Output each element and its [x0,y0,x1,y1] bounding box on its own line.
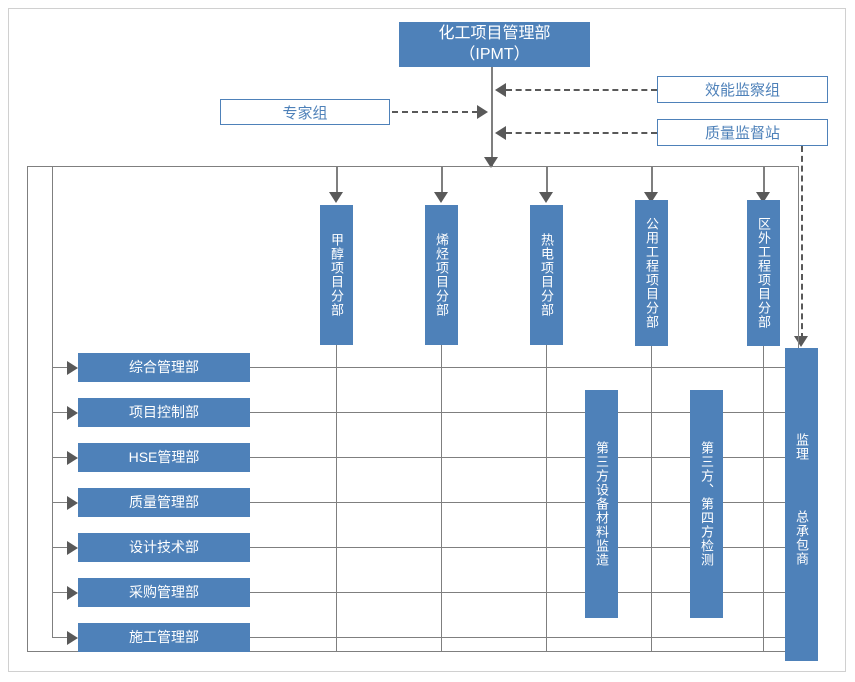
department-label-construction-management: 施工管理部 [129,628,199,645]
department-label-quality-management: 质量管理部 [129,493,199,510]
department-connector-1 [52,367,72,368]
department-arrowhead-7 [67,631,78,645]
efficiency-supervision-box[interactable]: 效能监察组 [657,76,828,103]
supervision-to-contractor-connector [801,146,803,339]
department-connector-4 [52,502,72,503]
division-drop-line-2 [441,166,443,195]
department-arrowhead-2 [67,406,78,420]
division-drop-line-3 [546,166,548,195]
department-row-line-2 [250,412,801,413]
division-drop-arrow-2 [434,192,448,203]
grid-vline-2 [441,340,442,652]
grid-vline-5 [763,340,764,652]
department-connector-6 [52,592,72,593]
ipmt-title-box[interactable]: 化工项目管理部 （IPMT） [399,22,590,67]
division-label-thermal-power: 热电项目分部 [539,233,554,317]
department-arrowhead-5 [67,541,78,555]
contractor-label-general-contractor: 总承包商 [794,510,809,567]
division-drop-arrow-5 [756,192,770,203]
efficiency-supervision-arrowhead [495,83,506,97]
third-party-box-equipment-supervision[interactable]: 第三方设备材料监造 [585,390,618,618]
ipmt-title-line1: 化工项目管理部 [438,25,551,43]
quality-supervision-connector [506,132,657,134]
expert-group-label: 专家组 [282,104,328,122]
third-party-box-inspection[interactable]: 第三方、第四方检测 [690,390,723,618]
division-box-thermal-power[interactable]: 热电项目分部 [530,205,563,345]
department-connector-5 [52,547,72,548]
department-arrowhead-4 [67,496,78,510]
department-connector-2 [52,412,72,413]
department-label-procurement-management: 采购管理部 [129,583,199,600]
grid-vline-3 [546,340,547,652]
division-drop-arrow-4 [644,192,658,203]
division-drop-arrow-3 [539,192,553,203]
department-row-line-5 [250,547,801,548]
department-label-hse-management: HSE管理部 [128,448,200,465]
expert-group-box[interactable]: 专家组 [220,99,390,125]
department-box-general-management[interactable]: 综合管理部 [78,353,250,382]
department-box-project-control[interactable]: 项目控制部 [78,398,250,427]
department-spine-line [52,166,53,638]
third-party-label-equipment-supervision: 第三方设备材料监造 [594,441,609,567]
department-box-quality-management[interactable]: 质量管理部 [78,488,250,517]
division-label-methanol: 甲醇项目分部 [329,233,344,317]
division-label-utilities: 公用工程项目分部 [644,217,659,329]
department-row-line-1 [250,367,801,368]
third-party-label-inspection: 第三方、第四方检测 [699,441,714,567]
expert-group-connector [392,111,478,113]
quality-supervision-box[interactable]: 质量监督站 [657,119,828,146]
division-drop-line-4 [651,166,653,195]
page-border [8,8,846,672]
grid-vline-4 [651,340,652,652]
division-box-methanol[interactable]: 甲醇项目分部 [320,205,353,345]
department-label-design-technology: 设计技术部 [129,538,199,555]
division-label-olefin: 烯烃项目分部 [434,233,449,317]
department-label-general-management: 综合管理部 [129,358,199,375]
contractor-label-supervision: 监理 [794,432,809,461]
department-row-line-6 [250,592,801,593]
ipmt-title-line2: （IPMT） [459,45,530,63]
supervision-to-contractor-arrowhead [794,336,808,347]
department-connector-3 [52,457,72,458]
division-box-utilities[interactable]: 公用工程项目分部 [635,200,668,346]
expert-group-arrowhead [477,105,488,119]
department-row-line-4 [250,502,801,503]
efficiency-supervision-label: 效能监察组 [704,82,780,99]
department-box-construction-management[interactable]: 施工管理部 [78,623,250,652]
department-row-line-3 [250,457,801,458]
grid-vline-1 [336,340,337,652]
department-box-design-technology[interactable]: 设计技术部 [78,533,250,562]
ipmt-spine-arrowhead [484,157,498,168]
division-box-offsite[interactable]: 区外工程项目分部 [747,200,780,346]
division-label-offsite: 区外工程项目分部 [756,217,771,329]
quality-supervision-arrowhead [495,126,506,140]
department-row-line-7 [250,637,801,638]
department-connector-7 [52,637,72,638]
division-drop-line-5 [763,166,765,195]
department-arrowhead-1 [67,361,78,375]
quality-supervision-label: 质量监督站 [704,125,780,142]
ipmt-spine-line [491,67,493,167]
department-box-hse-management[interactable]: HSE管理部 [78,443,250,472]
department-arrowhead-3 [67,451,78,465]
department-arrowhead-6 [67,586,78,600]
contractor-column-box[interactable]: 监理 总承包商 [785,348,818,661]
department-box-procurement-management[interactable]: 采购管理部 [78,578,250,607]
efficiency-supervision-connector [506,89,657,91]
division-drop-line-1 [336,166,338,195]
division-box-olefin[interactable]: 烯烃项目分部 [425,205,458,345]
department-label-project-control: 项目控制部 [129,403,199,420]
division-drop-arrow-1 [329,192,343,203]
